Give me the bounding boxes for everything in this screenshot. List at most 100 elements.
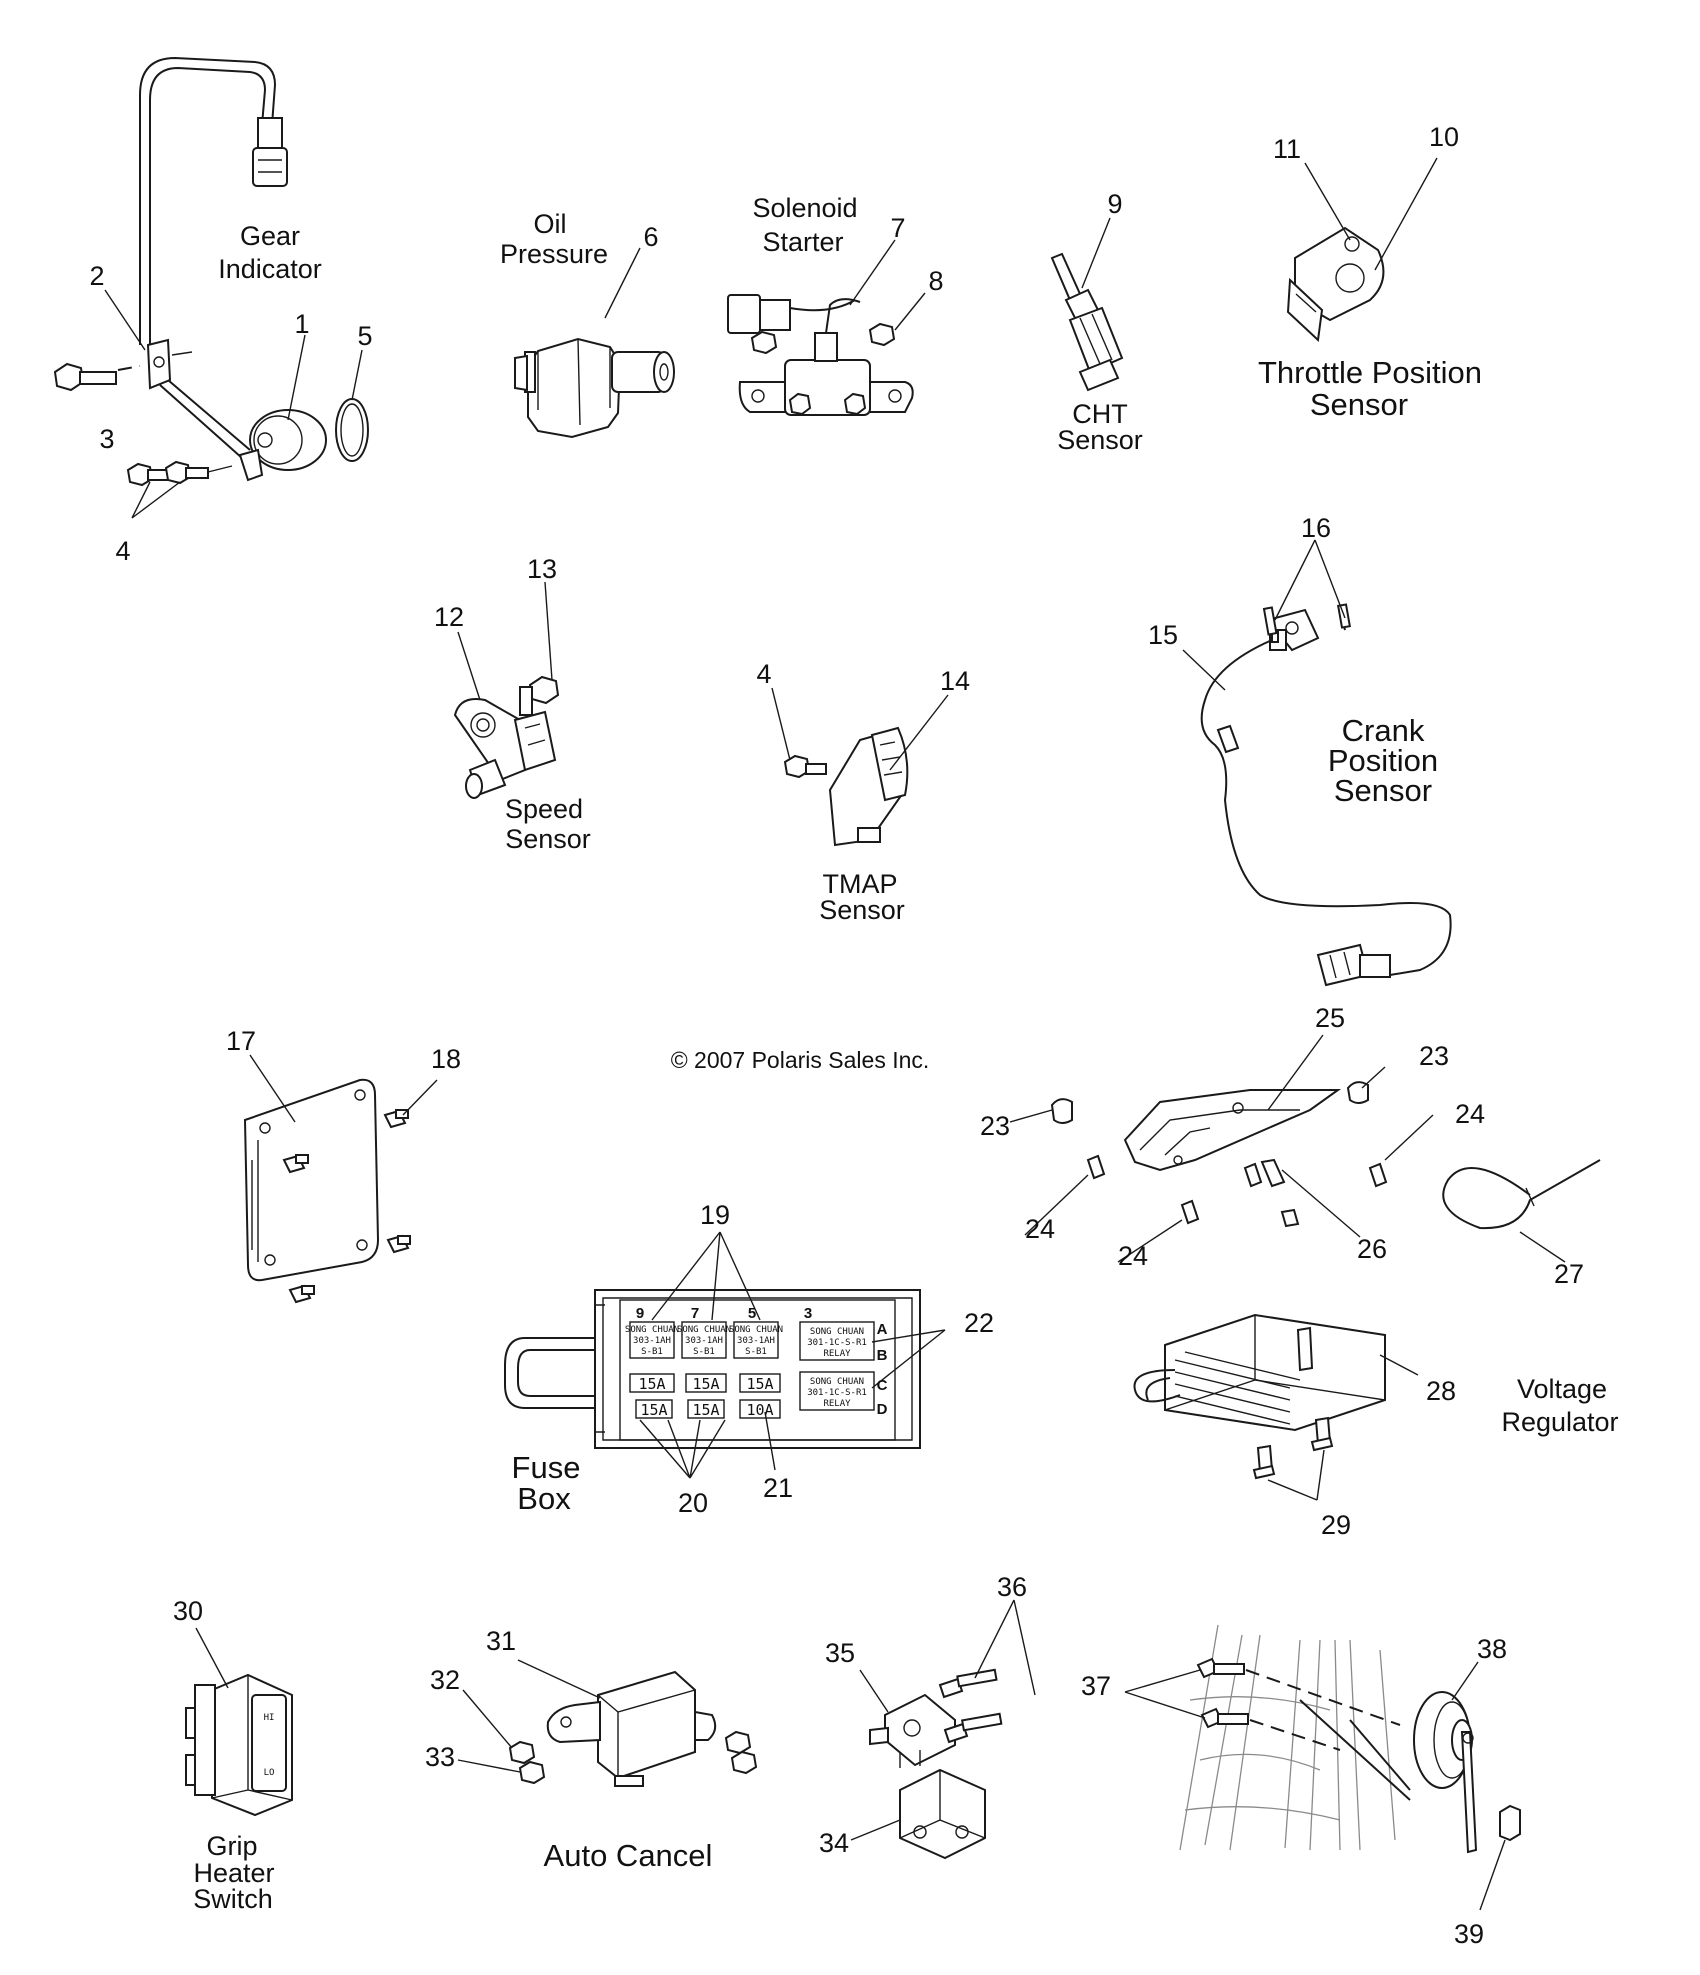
label-cht-sensor-1: CHT (1072, 399, 1128, 429)
label-fuse-box-1: Fuse (512, 1450, 581, 1485)
callout-23a: 23 (980, 1111, 1010, 1141)
relay3-line1: SONG CHUAN (729, 1325, 783, 1335)
row-b: B (877, 1347, 888, 1364)
fuse-bottom-2: 15A (692, 1401, 719, 1419)
label-gear-indicator-2: Indicator (218, 254, 322, 284)
row-d: D (877, 1401, 888, 1418)
callout-1: 1 (294, 309, 309, 339)
row-a: A (877, 1321, 888, 1338)
relay5-line1: SONG CHUAN (810, 1377, 864, 1387)
callout-24c: 24 (1455, 1099, 1485, 1129)
callout-26: 26 (1357, 1234, 1387, 1264)
callout-12: 12 (434, 602, 464, 632)
callout-29: 29 (1321, 1510, 1351, 1540)
callout-9: 9 (1107, 189, 1122, 219)
callout-28: 28 (1426, 1376, 1456, 1406)
label-oil-pressure-2: Pressure (500, 239, 608, 269)
relay4-line2: 301-1C-S-R1 (807, 1338, 867, 1348)
callout-33: 33 (425, 1742, 455, 1772)
cavity-3: 3 (804, 1305, 812, 1322)
callout-20: 20 (678, 1488, 708, 1518)
callout-39: 39 (1454, 1919, 1484, 1949)
switch-lo-mark: LO (264, 1768, 275, 1778)
label-speed-sensor-1: Speed (505, 794, 583, 824)
label-solenoid-starter-2: Starter (762, 227, 843, 257)
relay3-line2: 303-1AH (737, 1336, 775, 1346)
label-crank-position-1: Crank (1342, 713, 1425, 748)
callout-11: 11 (1273, 134, 1301, 164)
regulator-bracket-group (1050, 1081, 1601, 1230)
label-tmap-sensor-1: TMAP (822, 869, 897, 899)
throttle-position-sensor-group (1286, 226, 1385, 343)
relay1-line1: SONG CHUAN (625, 1325, 679, 1335)
label-solenoid-starter-1: Solenoid (752, 193, 857, 223)
label-tmap-sensor-2: Sensor (819, 895, 905, 925)
relay5-line2: 301-1C-S-R1 (807, 1388, 867, 1398)
fuse-box-group (504, 1289, 921, 1449)
relay5-line3: RELAY (823, 1399, 851, 1409)
relay2-line2: 303-1AH (685, 1336, 723, 1346)
callout-5: 5 (357, 321, 372, 351)
callout-22: 22 (964, 1308, 994, 1338)
callout-6: 6 (643, 222, 658, 252)
callout-2: 2 (89, 261, 104, 291)
grip-heater-switch-group (185, 1673, 293, 1817)
row-c: C (877, 1377, 888, 1394)
callout-24a: 24 (1025, 1214, 1055, 1244)
gear-indicator-group (53, 56, 369, 487)
copyright-text: © 2007 Polaris Sales Inc. (671, 1047, 930, 1073)
callout-24b: 24 (1118, 1241, 1148, 1271)
tmap-sensor-group (783, 726, 909, 847)
callout-14: 14 (940, 666, 970, 696)
callout-3: 3 (99, 424, 114, 454)
callout-38: 38 (1477, 1634, 1507, 1664)
relay1-line2: 303-1AH (633, 1336, 671, 1346)
label-fuse-box-2: Box (517, 1481, 571, 1516)
callout-36: 36 (997, 1572, 1027, 1602)
label-cht-sensor-2: Sensor (1057, 425, 1143, 455)
cavity-5: 5 (748, 1305, 756, 1322)
callout-numbers: 1 2 3 4 5 6 7 8 9 10 11 12 13 4 14 15 16… (89, 122, 1584, 1949)
cavity-9: 9 (636, 1305, 644, 1322)
fuse-top-2: 15A (692, 1375, 719, 1393)
callout-4b: 4 (756, 659, 771, 689)
label-crank-position-3: Sensor (1334, 773, 1432, 808)
relay4-line1: SONG CHUAN (810, 1327, 864, 1337)
label-oil-pressure-1: Oil (534, 209, 567, 239)
label-crank-position-2: Position (1328, 743, 1438, 778)
label-grip-heater-1: Grip (206, 1831, 257, 1861)
cover-plate-group (243, 1078, 411, 1304)
callout-16: 16 (1301, 513, 1331, 543)
callout-4a: 4 (115, 536, 130, 566)
callout-17: 17 (226, 1026, 256, 1056)
leader-lines (104, 157, 1566, 1911)
part-labels: Gear Indicator Oil Pressure Solenoid Sta… (193, 193, 1618, 1914)
oil-pressure-switch-group (514, 337, 675, 439)
callout-30: 30 (173, 1596, 203, 1626)
switch-hi-mark: HI (264, 1713, 275, 1723)
callout-21: 21 (763, 1473, 793, 1503)
label-gear-indicator-1: Gear (240, 221, 300, 251)
relay2-line1: SONG CHUAN (677, 1325, 731, 1335)
crank-position-sensor-group (1200, 603, 1452, 987)
fuse-top-3: 15A (746, 1375, 773, 1393)
callout-19: 19 (700, 1200, 730, 1230)
cht-sensor-group (1050, 252, 1124, 392)
callout-13: 13 (527, 554, 557, 584)
label-throttle-position-1: Throttle Position (1258, 355, 1482, 390)
relay2-line3: S-B1 (693, 1347, 715, 1357)
relay4-line3: RELAY (823, 1349, 851, 1359)
fuse-bottom-1: 15A (640, 1401, 667, 1419)
label-speed-sensor-2: Sensor (505, 824, 591, 854)
callout-25: 25 (1315, 1003, 1345, 1033)
callout-10: 10 (1429, 122, 1459, 152)
callout-23b: 23 (1419, 1041, 1449, 1071)
callout-18: 18 (431, 1044, 461, 1074)
callout-7: 7 (890, 213, 905, 243)
label-grip-heater-3: Switch (193, 1884, 273, 1914)
callout-15: 15 (1148, 620, 1178, 650)
callout-37: 37 (1081, 1671, 1111, 1701)
label-throttle-position-2: Sensor (1310, 387, 1408, 422)
relay1-line3: S-B1 (641, 1347, 663, 1357)
